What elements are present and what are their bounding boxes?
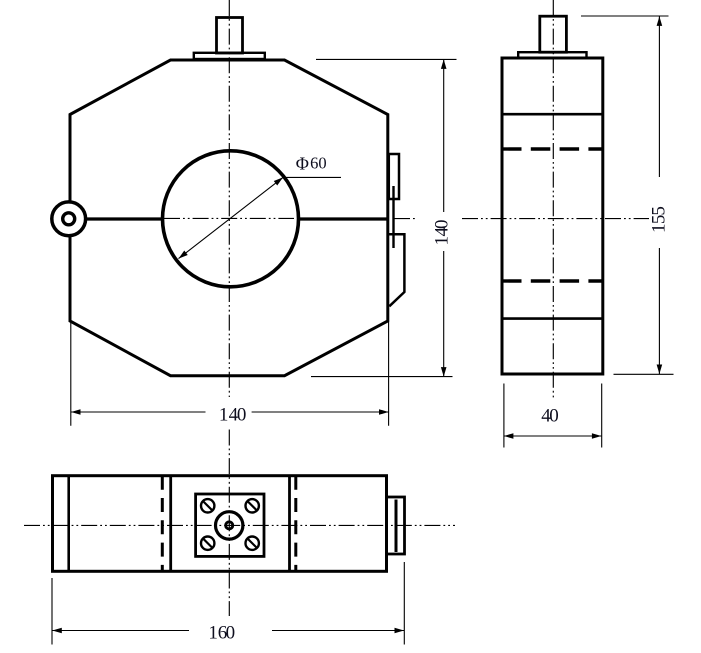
- svg-text:40: 40: [541, 406, 559, 427]
- svg-text:140: 140: [219, 404, 247, 425]
- svg-text:160: 160: [208, 623, 235, 644]
- svg-text:140: 140: [431, 220, 452, 246]
- svg-text:Φ60: Φ60: [296, 153, 327, 173]
- svg-text:155: 155: [649, 206, 670, 233]
